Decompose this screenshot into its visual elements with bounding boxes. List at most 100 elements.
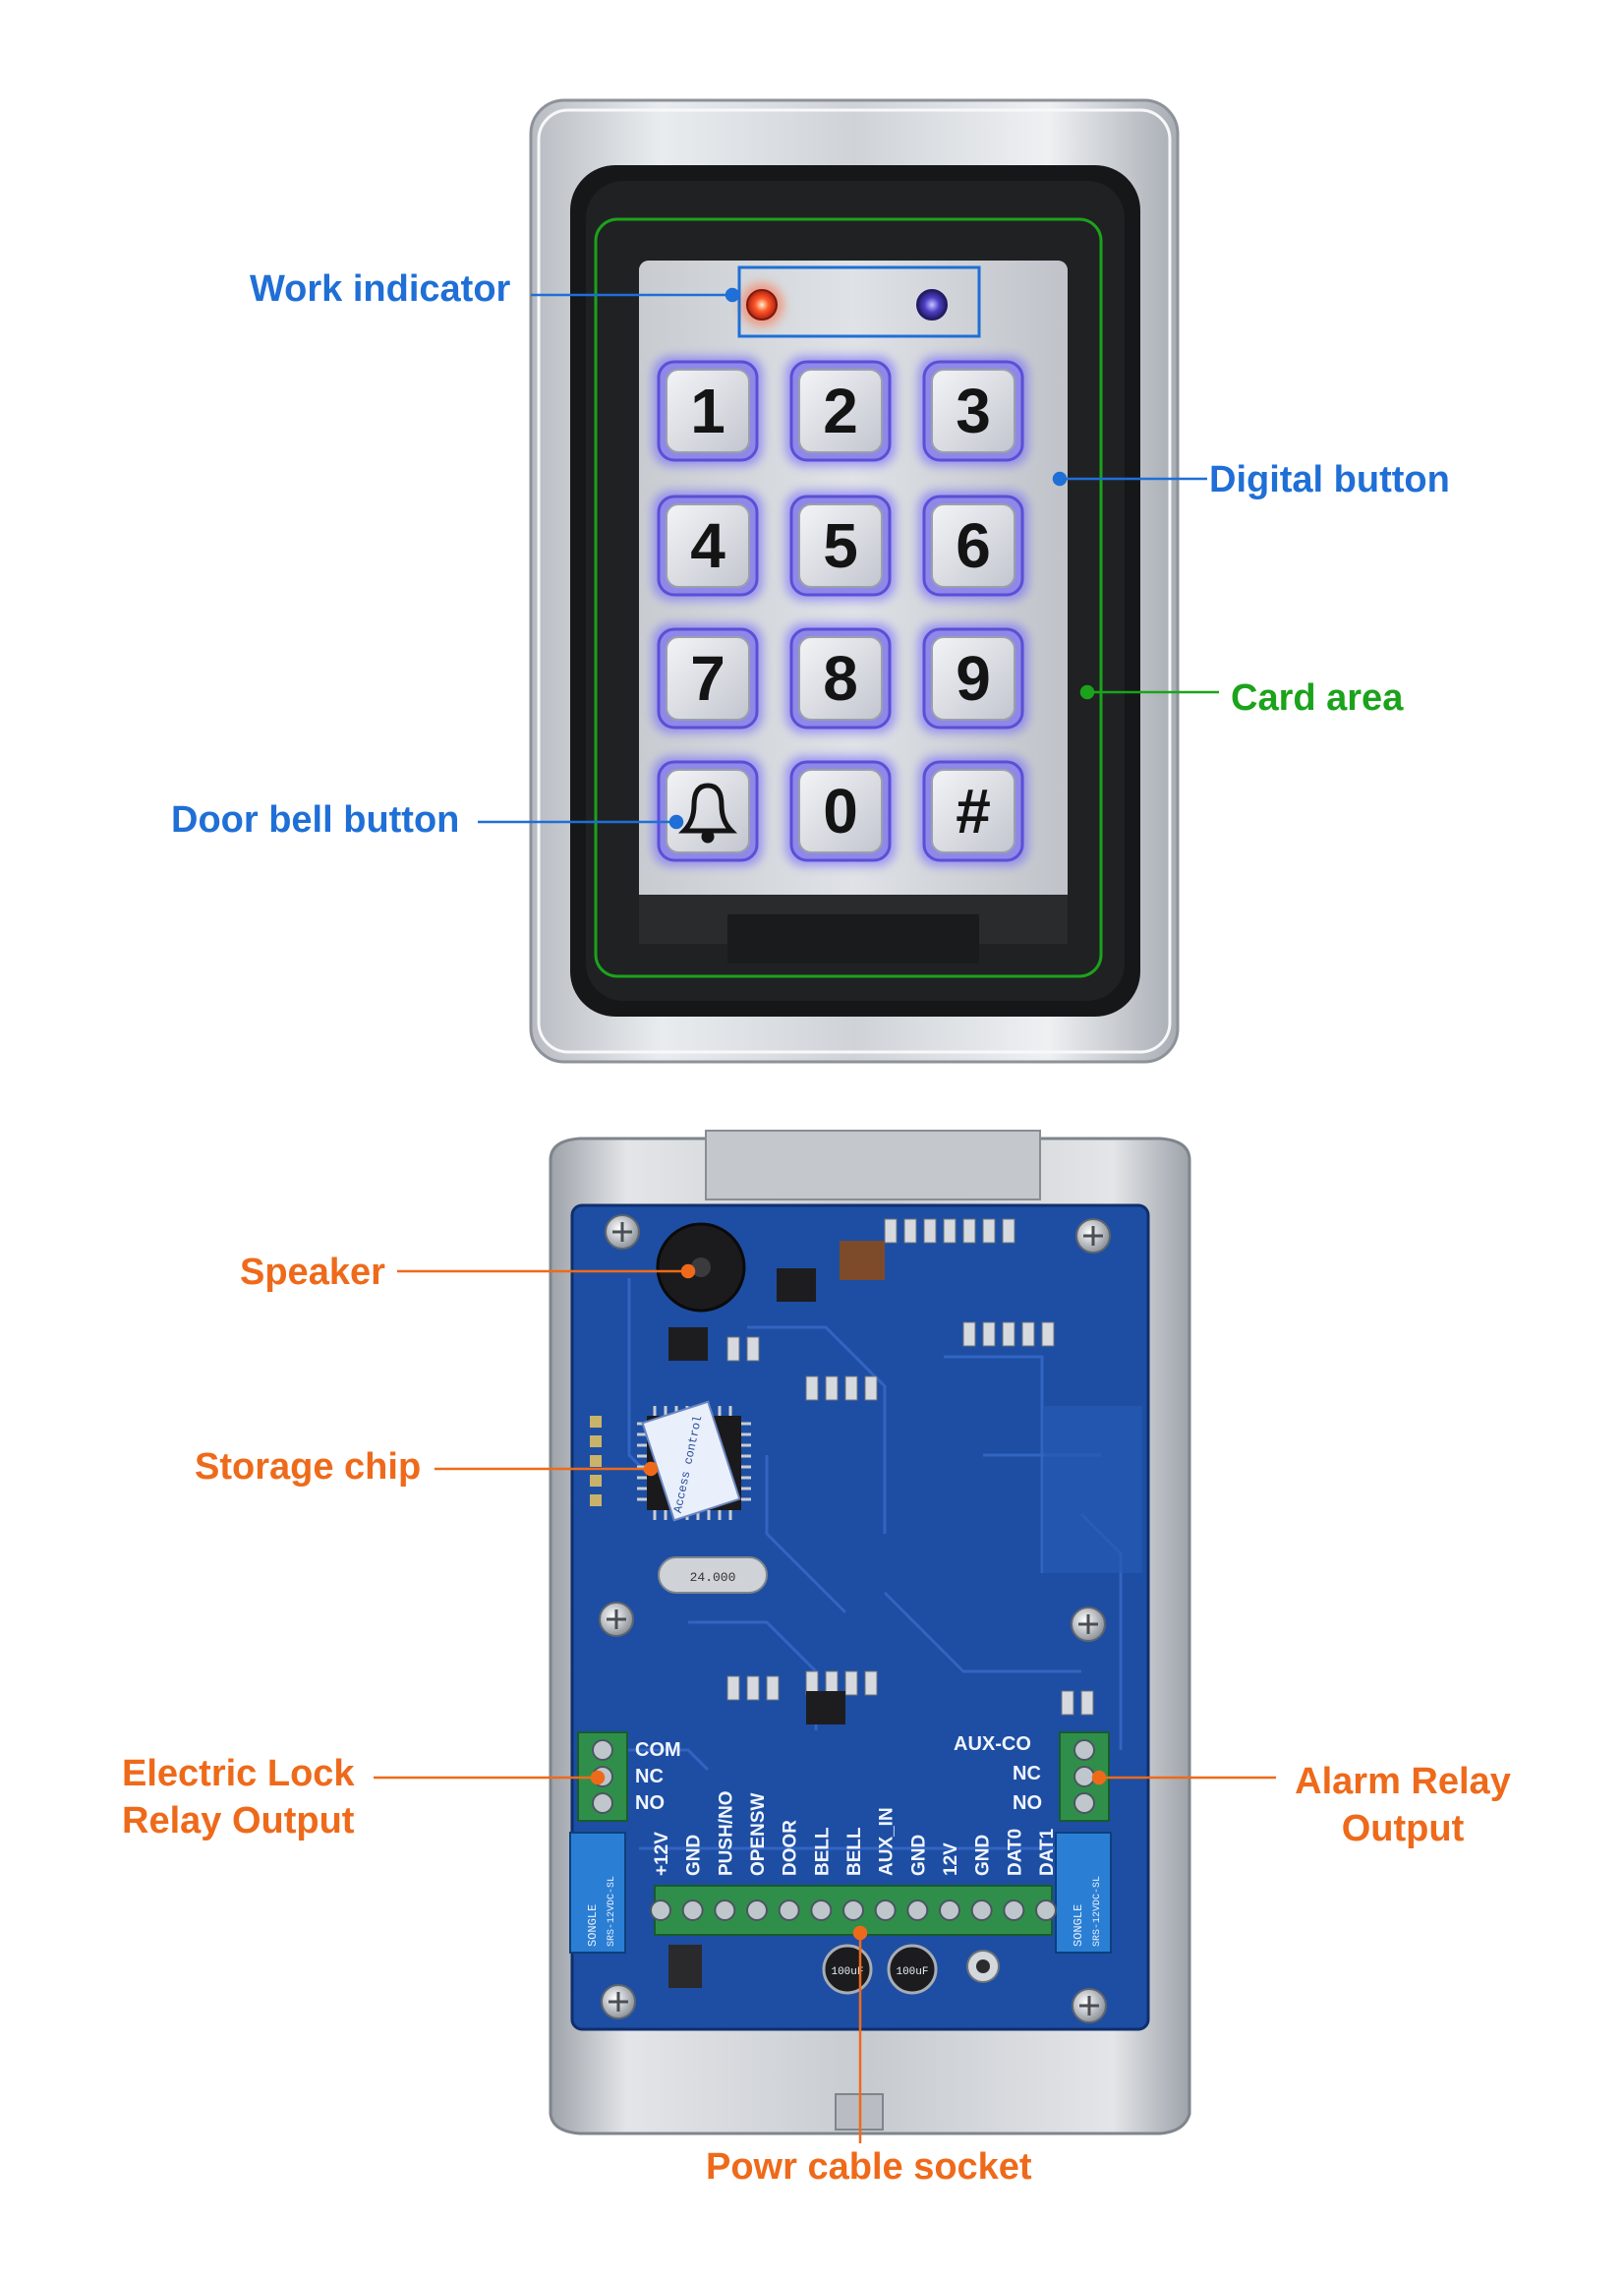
screw-icon (1071, 1607, 1106, 1642)
smd-component (844, 1670, 858, 1696)
electric-lock-label-line2: Relay Output (122, 1800, 355, 1841)
smd-component (1061, 1690, 1074, 1716)
key-9: 9 (918, 623, 1028, 733)
screw-icon (601, 1984, 636, 2019)
left-terminal-1: NC (635, 1766, 664, 1787)
smd-component (903, 1218, 917, 1244)
terminal-label: DAT0 (1005, 1829, 1025, 1876)
key-label: 1 (690, 376, 725, 446)
header-pin (590, 1494, 602, 1506)
smd-component (923, 1218, 937, 1244)
card-area-outline (594, 217, 1103, 978)
key-label: 5 (823, 510, 858, 581)
smd-component (726, 1675, 740, 1701)
key-6: 6 (918, 491, 1028, 601)
header-pin (590, 1416, 602, 1428)
speaker (656, 1222, 746, 1313)
right-relay-brand: SONGLE (1072, 1904, 1085, 1947)
terminal-screw (970, 1899, 993, 1921)
smd-component (844, 1375, 858, 1401)
terminal-label: GND (684, 1835, 705, 1876)
left-relay-model: SRS-12VDC-SL (607, 1876, 617, 1947)
inductor (840, 1241, 885, 1280)
key-0: 0 (785, 756, 896, 866)
terminal-label: +12V (652, 1832, 672, 1876)
right-terminal-labels: AUX-CO NC NO (954, 1733, 1042, 1814)
left-relay: SONGLE SRS-12VDC-SL (569, 1832, 626, 1954)
terminal-screw (650, 1899, 671, 1921)
terminal-label: BELL (844, 1827, 865, 1876)
electric-lock-label-line1: Electric Lock (122, 1753, 355, 1794)
smd-component (746, 1675, 760, 1701)
terminal-label: OPENSW (748, 1792, 769, 1876)
storage-chip-label: Storage chip (195, 1446, 422, 1488)
key-7: 7 (653, 623, 763, 733)
right-relay-model: SRS-12VDC-SL (1092, 1876, 1103, 1947)
ic-chip (777, 1268, 816, 1302)
terminal-screw (681, 1899, 704, 1921)
terminal-label: PUSH/NO (716, 1790, 736, 1876)
electric-lock-label: Electric Lock Relay Output (122, 1750, 355, 1844)
terminal-screw (874, 1899, 897, 1921)
key-1: 1 (653, 356, 763, 466)
header-pin (590, 1435, 602, 1447)
door-bell-button-label: Door bell button (171, 799, 460, 841)
key-label: # (956, 776, 991, 847)
key-label: 8 (823, 643, 858, 714)
smd-component (1002, 1321, 1015, 1347)
terminal-label: GND (973, 1835, 994, 1876)
screw-icon (1072, 1988, 1107, 2023)
terminal-label: 12V (941, 1842, 961, 1876)
smd-component (805, 1375, 819, 1401)
key-label: 3 (956, 376, 991, 446)
alarm-relay-label-line1: Alarm Relay (1295, 1761, 1511, 1802)
smd-component (962, 1218, 976, 1244)
key-label: 4 (690, 510, 725, 581)
pcb-components (590, 1218, 1094, 1724)
left-terminal-labels: COM NC NO (635, 1739, 681, 1814)
key-door-bell-button (653, 756, 763, 866)
ic-chip (668, 1327, 708, 1361)
capacitor-2-text: 100uF (896, 1966, 928, 1978)
bell-icon (677, 783, 738, 844)
work-indicator-label: Work indicator (250, 268, 511, 310)
card-area-label: Card area (1231, 677, 1404, 719)
alarm-relay-label-line2: Output (1341, 1808, 1465, 1849)
header-pin (590, 1475, 602, 1487)
speaker-label: Speaker (240, 1252, 385, 1293)
alarm-relay-label: Alarm Relay Output (1290, 1758, 1516, 1852)
terminal-screw (778, 1899, 800, 1921)
terminal-label: DAT1 (1037, 1828, 1058, 1876)
key-5: 5 (785, 491, 896, 601)
key-label: 7 (690, 643, 725, 714)
smd-component (825, 1375, 839, 1401)
crystal-oscillator: 24.000 (658, 1556, 768, 1594)
smd-component (766, 1675, 780, 1701)
terminal-label: GND (908, 1835, 929, 1876)
left-terminal-0: COM (635, 1739, 681, 1761)
terminal-screw (746, 1899, 768, 1921)
key-3: 3 (918, 356, 1028, 466)
key-label: 0 (823, 776, 858, 847)
smd-component (943, 1218, 957, 1244)
pcb-board (570, 1203, 1150, 2031)
smd-component (962, 1321, 976, 1347)
terminal-label: DOOR (781, 1820, 801, 1876)
key-label: 2 (823, 376, 858, 446)
right-terminal-0: AUX-CO (954, 1733, 1031, 1755)
smd-component (1021, 1321, 1035, 1347)
screw-icon (605, 1214, 640, 1250)
terminal-screw (939, 1899, 960, 1921)
key-8: 8 (785, 623, 896, 733)
smd-component (746, 1336, 760, 1362)
terminal-label: AUX_IN (877, 1807, 898, 1876)
callout-lines (374, 287, 1276, 2143)
key-hash: # (918, 756, 1028, 866)
terminal-screw (714, 1899, 736, 1921)
terminal-screw (1003, 1899, 1025, 1921)
smd-component (864, 1670, 878, 1696)
left-relay-brand: SONGLE (586, 1904, 600, 1947)
header-pin (590, 1455, 602, 1467)
